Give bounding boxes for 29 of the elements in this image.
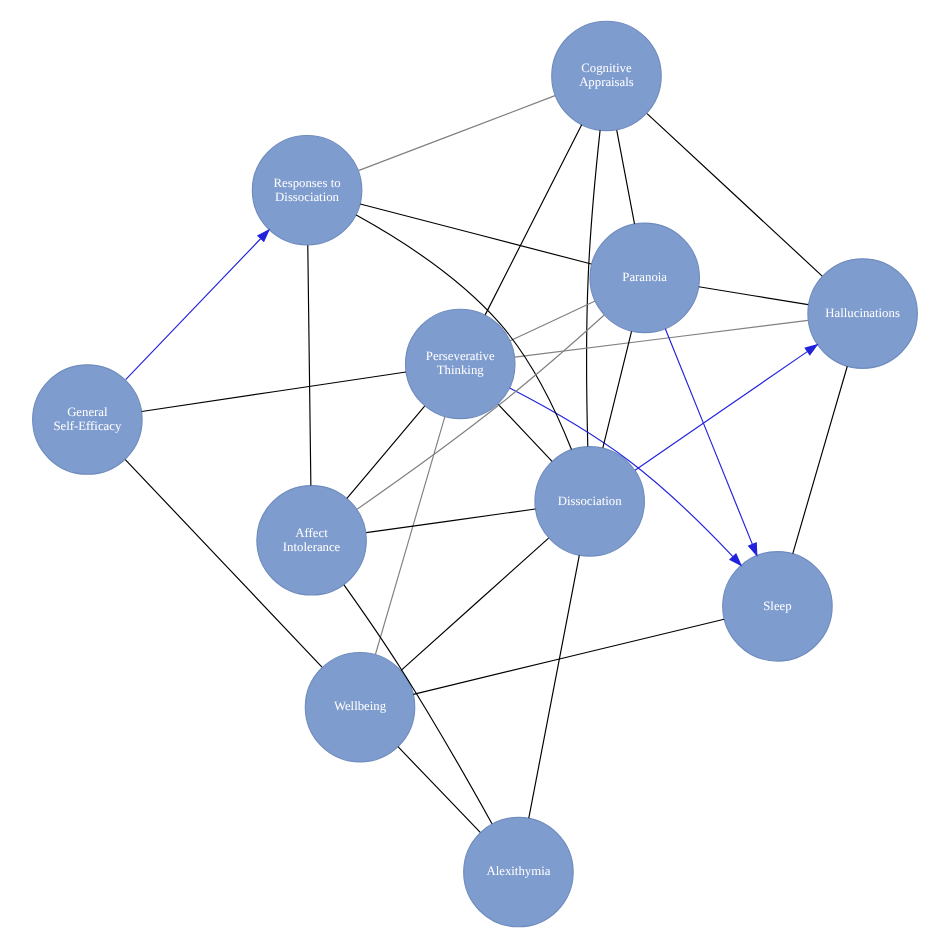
connector xyxy=(585,129,600,447)
connector xyxy=(411,618,724,695)
connector xyxy=(396,746,480,833)
arrow xyxy=(633,343,818,471)
connector xyxy=(615,129,635,225)
arrow xyxy=(663,328,757,557)
connector xyxy=(342,584,492,825)
connector xyxy=(483,124,582,316)
connector xyxy=(140,371,406,413)
connector xyxy=(496,403,552,463)
connector xyxy=(513,319,808,358)
connector xyxy=(306,244,311,487)
connector xyxy=(356,95,555,172)
connector xyxy=(364,508,535,534)
connector xyxy=(697,286,808,306)
connector xyxy=(373,416,445,655)
connector xyxy=(791,365,847,555)
arrow xyxy=(508,387,742,567)
connector xyxy=(123,458,322,668)
connector xyxy=(508,300,595,342)
arrow xyxy=(124,228,270,381)
connector xyxy=(399,537,549,671)
connector xyxy=(354,214,572,451)
connector xyxy=(358,203,591,265)
connector xyxy=(355,314,604,510)
connector xyxy=(601,330,632,449)
connector xyxy=(345,405,425,499)
connector xyxy=(527,554,579,819)
connector xyxy=(645,113,822,277)
